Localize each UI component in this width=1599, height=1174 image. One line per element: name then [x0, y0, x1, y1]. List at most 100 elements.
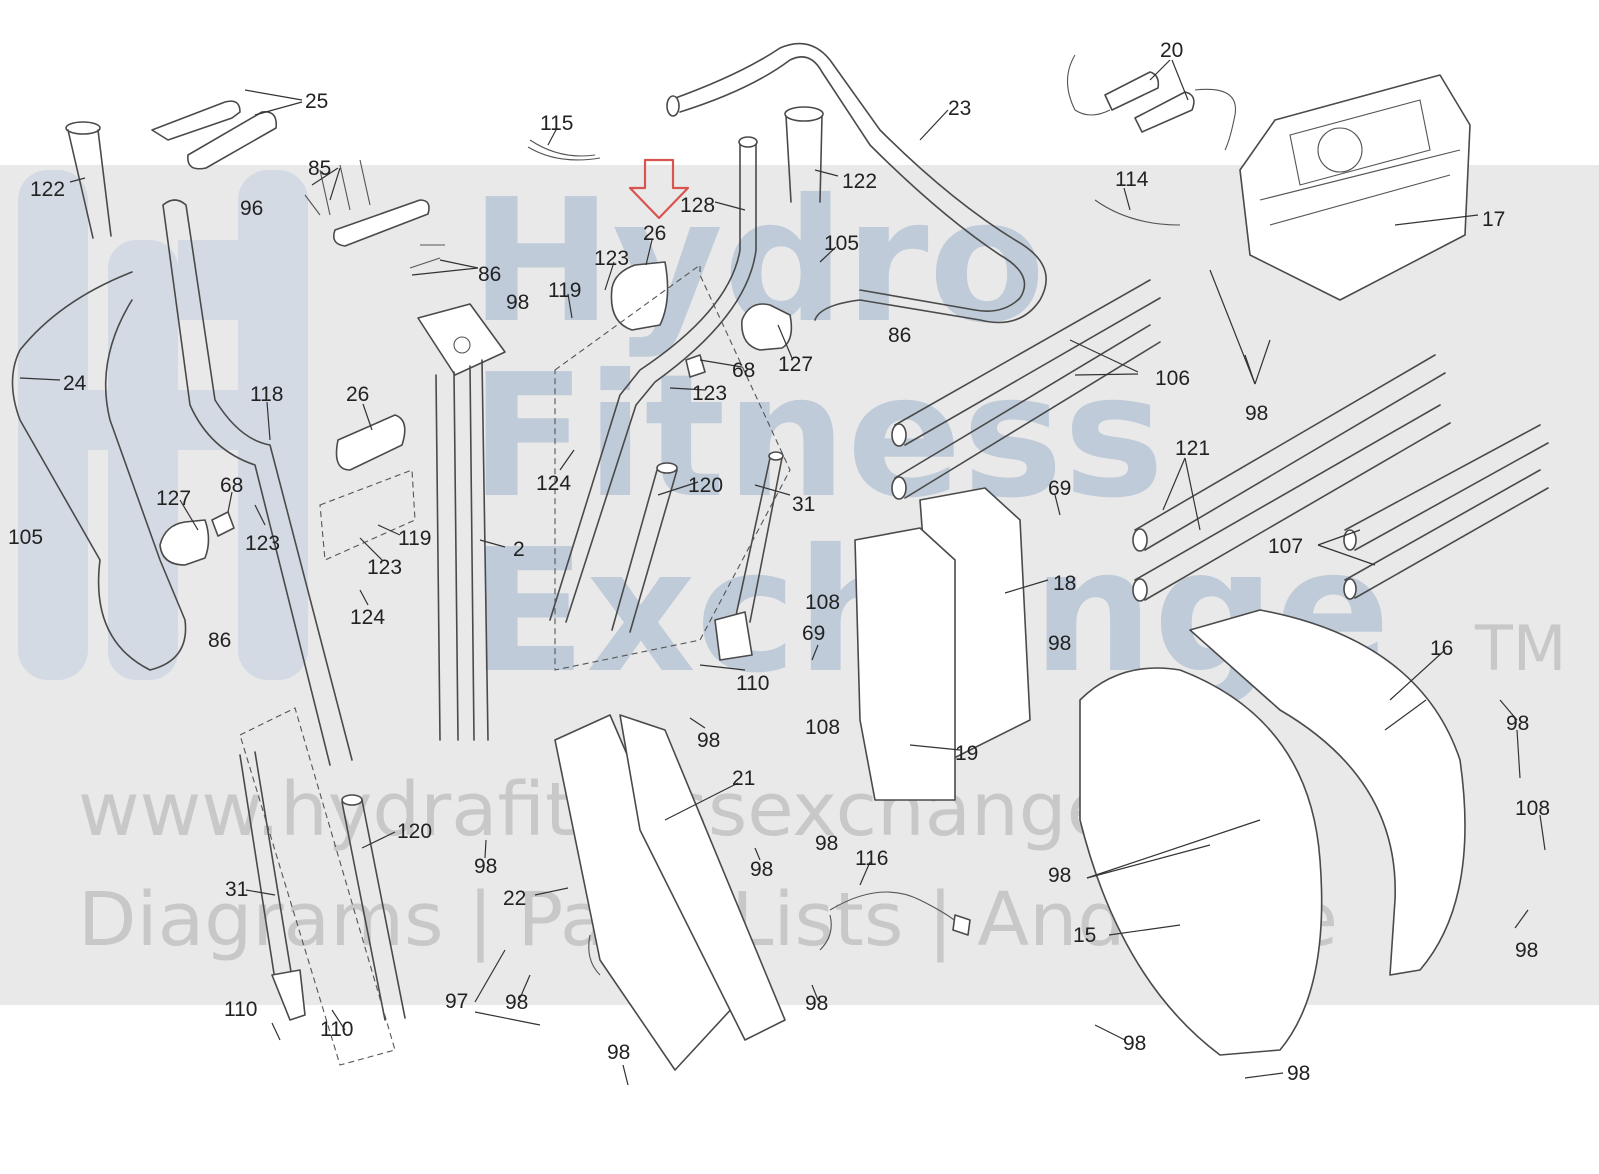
part-26-bushing-left	[335, 414, 406, 471]
watermark-brand-line2: Fitness	[470, 338, 1164, 536]
part-23-handlebar	[666, 42, 1047, 324]
callout-21: 21	[732, 767, 755, 790]
part-114-wire	[1094, 199, 1181, 226]
callout-98-a: 98	[506, 291, 529, 314]
callout-18: 18	[1053, 572, 1076, 595]
callout-68-a: 68	[732, 359, 755, 382]
callout-19: 19	[955, 742, 978, 765]
callout-85: 85	[308, 157, 331, 180]
part-128-right-upright	[549, 136, 758, 623]
callout-68-b: 68	[220, 474, 243, 497]
callout-108-a: 108	[805, 591, 840, 614]
callout-24: 24	[63, 372, 87, 395]
callout-20: 20	[1160, 39, 1183, 62]
callout-119-a: 119	[548, 279, 581, 302]
callout-118: 118	[250, 383, 283, 406]
callout-123-c: 123	[245, 532, 280, 555]
callout-127-b: 127	[156, 487, 191, 510]
part-85-86-crossbar	[304, 159, 445, 269]
leader-lines	[19, 59, 1546, 1086]
callout-98-n: 98	[607, 1041, 630, 1064]
callout-123-a: 123	[594, 247, 629, 270]
callout-120-b: 120	[397, 820, 432, 843]
watermark-trademark: TM	[1474, 612, 1566, 685]
callout-98-i: 98	[1048, 864, 1071, 887]
callout-16: 16	[1430, 637, 1453, 660]
part-106-tubes	[891, 279, 1161, 500]
callout-115: 115	[540, 112, 573, 135]
part-31-lower-right	[714, 451, 784, 661]
callout-97: 97	[445, 990, 468, 1013]
callout-124-b: 124	[350, 606, 385, 629]
callout-98-k: 98	[505, 991, 528, 1014]
dashed-frame-right	[554, 263, 791, 671]
callout-22: 22	[503, 887, 526, 910]
callout-25: 25	[305, 90, 328, 113]
callout-2: 2	[513, 538, 525, 561]
part-26-bushing-right	[610, 261, 669, 331]
callout-31-b: 31	[225, 878, 248, 901]
part-21-22-front-covers	[554, 714, 786, 1071]
callout-31-a: 31	[792, 493, 815, 516]
callout-86-b: 86	[888, 324, 911, 347]
callout-105-right: 105	[824, 232, 859, 255]
callout-26-left: 26	[346, 383, 369, 406]
callout-98-o: 98	[1287, 1062, 1310, 1085]
part-118-left-upright	[162, 199, 353, 766]
callout-122-left: 122	[30, 178, 65, 201]
callout-96: 96	[240, 197, 263, 220]
part-20-grip-sensors	[1066, 54, 1237, 151]
callout-122-right: 122	[842, 170, 877, 193]
callout-15: 15	[1073, 924, 1096, 947]
callout-116: 116	[855, 847, 888, 870]
callout-107: 107	[1268, 535, 1303, 558]
highlight-arrow	[628, 158, 690, 220]
part-2-center-post	[417, 303, 506, 741]
callout-86-a: 86	[478, 263, 501, 286]
callout-98-l: 98	[805, 992, 828, 1015]
watermark-logo-mark	[18, 170, 308, 680]
callout-69-b: 69	[802, 622, 825, 645]
callout-98-j: 98	[1515, 939, 1538, 962]
callout-105-left: 105	[8, 526, 43, 549]
callout-17: 17	[1482, 208, 1505, 231]
part-120-lower-left	[341, 794, 406, 1021]
callout-69-a: 69	[1048, 477, 1071, 500]
callout-98-e: 98	[697, 729, 720, 752]
callout-124-a: 124	[536, 472, 571, 495]
callout-127-a: 127	[778, 353, 813, 376]
callout-120-a: 120	[688, 474, 723, 497]
part-127-68-pivot-left	[159, 511, 235, 566]
callout-110-a: 110	[736, 672, 769, 695]
callout-114: 114	[1115, 168, 1149, 191]
part-115-wire	[527, 139, 601, 161]
part-122-end-cap-left	[65, 121, 112, 239]
callout-121: 121	[1175, 437, 1210, 460]
callout-98-g: 98	[474, 855, 497, 878]
part-120-lower-right	[611, 462, 678, 633]
callout-98-d: 98	[1506, 712, 1529, 735]
part-121-tubes	[1132, 354, 1451, 602]
callout-86-c: 86	[208, 629, 231, 652]
callout-23: 23	[948, 97, 971, 120]
dashed-frame-center-left	[319, 469, 416, 561]
part-116-power-cord	[819, 891, 971, 951]
part-25-handle-covers	[151, 100, 278, 170]
dashed-frame-left	[239, 707, 396, 1066]
callout-108-b: 108	[805, 716, 840, 739]
part-31-lower-left	[239, 751, 306, 1021]
callout-labels: 20 25 115 23 122 122 96 85 114 17 128 26…	[8, 39, 1550, 1085]
callout-108-c: 108	[1515, 797, 1550, 820]
callout-98-b: 98	[1245, 402, 1268, 425]
part-16-rear-shroud	[1189, 609, 1466, 976]
part-17-console	[1239, 74, 1471, 301]
callout-26-right: 26	[643, 222, 666, 245]
callout-98-c: 98	[1048, 632, 1071, 655]
callout-128: 128	[680, 194, 715, 217]
part-18-19-shrouds	[854, 487, 1031, 801]
part-122-end-cap-right	[784, 106, 824, 203]
callout-98-f: 98	[815, 832, 838, 855]
callout-98-m: 98	[1123, 1032, 1146, 1055]
callout-106: 106	[1155, 367, 1190, 390]
